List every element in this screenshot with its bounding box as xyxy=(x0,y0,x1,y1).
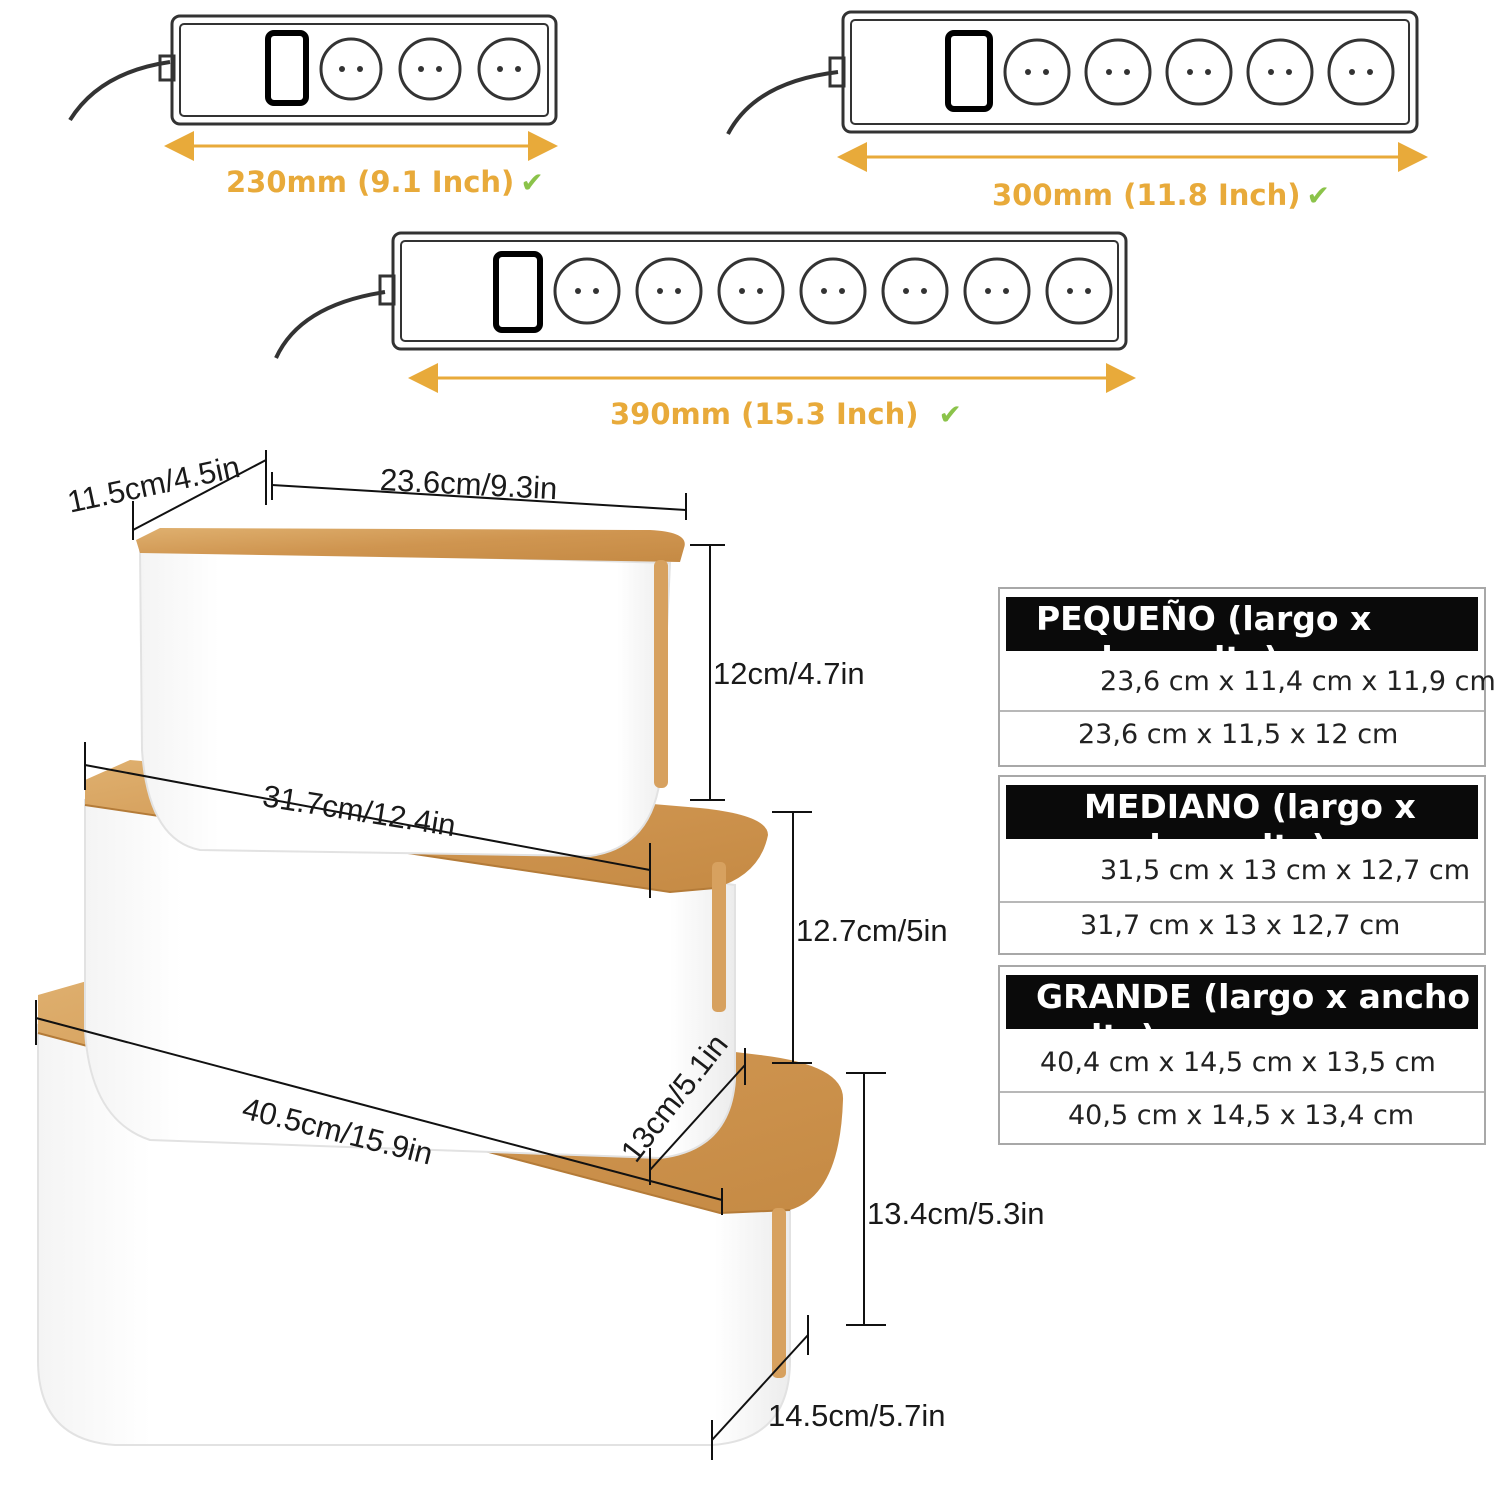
outlet-pin-hole xyxy=(357,66,363,72)
check-icon: ✔ xyxy=(520,166,544,199)
strip-label-large-text: 390mm (15.3 Inch) xyxy=(610,397,919,431)
spec-large-row1: 40,4 cm x 14,5 cm x 13,5 cm xyxy=(1040,1047,1436,1078)
outlet-pin-hole xyxy=(921,288,927,294)
outlet-socket xyxy=(881,257,949,325)
outlet-socket xyxy=(635,257,703,325)
spec-small-row1: 23,6 cm x 11,4 cm x 11,9 cm xyxy=(1100,666,1496,697)
outlet-pin-hole xyxy=(1286,69,1292,75)
check-icon: ✔ xyxy=(938,398,962,431)
spec-divider xyxy=(1000,901,1484,903)
outlet-socket xyxy=(1246,38,1314,106)
outlet-pin-hole xyxy=(1025,69,1031,75)
spec-large-row2: 40,5 cm x 14,5 x 13,4 cm xyxy=(1068,1100,1415,1131)
outlet-pin-hole xyxy=(1085,288,1091,294)
outlet-socket xyxy=(319,37,383,101)
outlet-pin-hole xyxy=(839,288,845,294)
outlet-pin-hole xyxy=(1268,69,1274,75)
outlet-pin-hole xyxy=(436,66,442,72)
outlet-pin-hole xyxy=(657,288,663,294)
spec-medium-row2: 31,7 cm x 13 x 12,7 cm xyxy=(1080,910,1401,941)
outlet-pin-hole xyxy=(821,288,827,294)
outlet-socket xyxy=(963,257,1031,325)
strip-label-medium-text: 300mm (11.8 Inch) xyxy=(992,178,1301,212)
outlet-pin-hole xyxy=(1187,69,1193,75)
outlet-socket xyxy=(398,37,462,101)
power-strip-medium xyxy=(726,10,1419,135)
outlet-socket xyxy=(1327,38,1395,106)
outlet-pin-hole xyxy=(757,288,763,294)
medium-height-label: 12.7cm/5in xyxy=(796,913,948,948)
dimension-lines xyxy=(35,450,886,1460)
outlet-pin-hole xyxy=(1124,69,1130,75)
spec-medium-header: MEDIANO (largo x ancho x alto) xyxy=(1006,785,1478,839)
spec-small: PEQUEÑO (largo x ancho x alto) 23,6 cm x… xyxy=(998,587,1496,767)
spec-divider xyxy=(1000,1091,1484,1093)
outlet-socket xyxy=(1084,38,1152,106)
power-strip-large xyxy=(274,231,1128,359)
spec-large: GRANDE (largo x ancho x alto) 40,4 cm x … xyxy=(998,965,1486,1145)
outlet-pin-hole xyxy=(1205,69,1211,75)
spec-divider xyxy=(1000,710,1484,712)
spec-small-header: PEQUEÑO (largo x ancho x alto) xyxy=(1006,597,1478,651)
small-height-label: 12cm/4.7in xyxy=(713,656,865,691)
power-strip-small xyxy=(68,14,558,126)
strip-label-small: 230mm (9.1 Inch)✔ xyxy=(226,165,544,199)
strip-label-medium: 300mm (11.8 Inch)✔ xyxy=(992,178,1330,212)
outlet-pin-hole xyxy=(903,288,909,294)
large-depth-label: 14.5cm/5.7in xyxy=(768,1398,946,1433)
outlet-pin-hole xyxy=(497,66,503,72)
small-box xyxy=(136,528,685,858)
outlet-pin-hole xyxy=(515,66,521,72)
strip-label-small-text: 230mm (9.1 Inch) xyxy=(226,165,515,199)
outlet-pin-hole xyxy=(575,288,581,294)
large-height-label: 13.4cm/5.3in xyxy=(867,1196,1045,1231)
outlet-pin-hole xyxy=(1349,69,1355,75)
outlet-socket xyxy=(553,257,621,325)
spec-small-row2: 23,6 cm x 11,5 x 12 cm xyxy=(1078,719,1399,750)
spec-large-header: GRANDE (largo x ancho x alto) xyxy=(1006,975,1478,1029)
outlet-socket xyxy=(477,37,541,101)
outlet-pin-hole xyxy=(1003,288,1009,294)
outlet-pin-hole xyxy=(675,288,681,294)
outlet-socket xyxy=(717,257,785,325)
outlet-pin-hole xyxy=(739,288,745,294)
spec-medium-row1: 31,5 cm x 13 cm x 12,7 cm xyxy=(1100,855,1471,886)
outlet-pin-hole xyxy=(1367,69,1373,75)
outlet-socket xyxy=(799,257,867,325)
strip-label-large: 390mm (15.3 Inch) ✔ xyxy=(610,397,962,431)
outlet-pin-hole xyxy=(418,66,424,72)
outlet-pin-hole xyxy=(593,288,599,294)
spec-medium: MEDIANO (largo x ancho x alto) 31,5 cm x… xyxy=(998,775,1486,955)
outlet-pin-hole xyxy=(1106,69,1112,75)
outlet-socket xyxy=(1003,38,1071,106)
outlet-pin-hole xyxy=(985,288,991,294)
outlet-pin-hole xyxy=(339,66,345,72)
outlet-socket xyxy=(1045,257,1113,325)
check-icon: ✔ xyxy=(1306,179,1330,212)
outlet-pin-hole xyxy=(1043,69,1049,75)
outlet-pin-hole xyxy=(1067,288,1073,294)
outlet-socket xyxy=(1165,38,1233,106)
